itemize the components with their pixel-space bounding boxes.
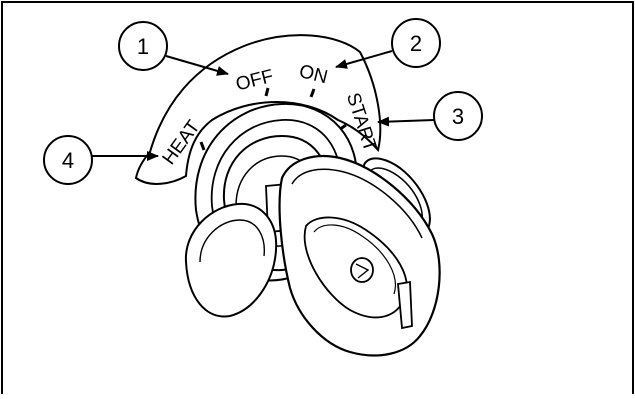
callout-circle <box>43 135 93 185</box>
rubber-cap-rim <box>199 219 265 263</box>
callout-circle <box>433 91 483 141</box>
tick-heat <box>199 141 206 151</box>
callout-arrows <box>92 50 435 161</box>
callout-number: 3 <box>452 104 464 129</box>
callout-1: 1 <box>118 21 168 71</box>
callout-4: 4 <box>43 135 93 185</box>
key-head-edge <box>291 168 423 239</box>
callout-circle <box>391 18 441 68</box>
position-label-plate <box>134 34 382 185</box>
tick-on <box>309 88 316 98</box>
callout-3: 3 <box>433 91 483 141</box>
arrow-2 <box>335 50 393 69</box>
callout-number: 2 <box>410 31 422 56</box>
callout-2: 2 <box>391 18 441 68</box>
callout-number: 4 <box>62 148 74 173</box>
key-slot-cut <box>397 280 413 330</box>
key-hole-detail <box>355 263 370 279</box>
key-hole <box>350 257 374 283</box>
arrow-3 <box>377 116 435 127</box>
rubber-cap <box>184 202 278 318</box>
tick-off <box>264 87 270 97</box>
arrow-1 <box>165 55 229 76</box>
callout-circle <box>118 21 168 71</box>
callout-number: 1 <box>137 34 149 59</box>
key-window-bevel <box>313 224 396 295</box>
